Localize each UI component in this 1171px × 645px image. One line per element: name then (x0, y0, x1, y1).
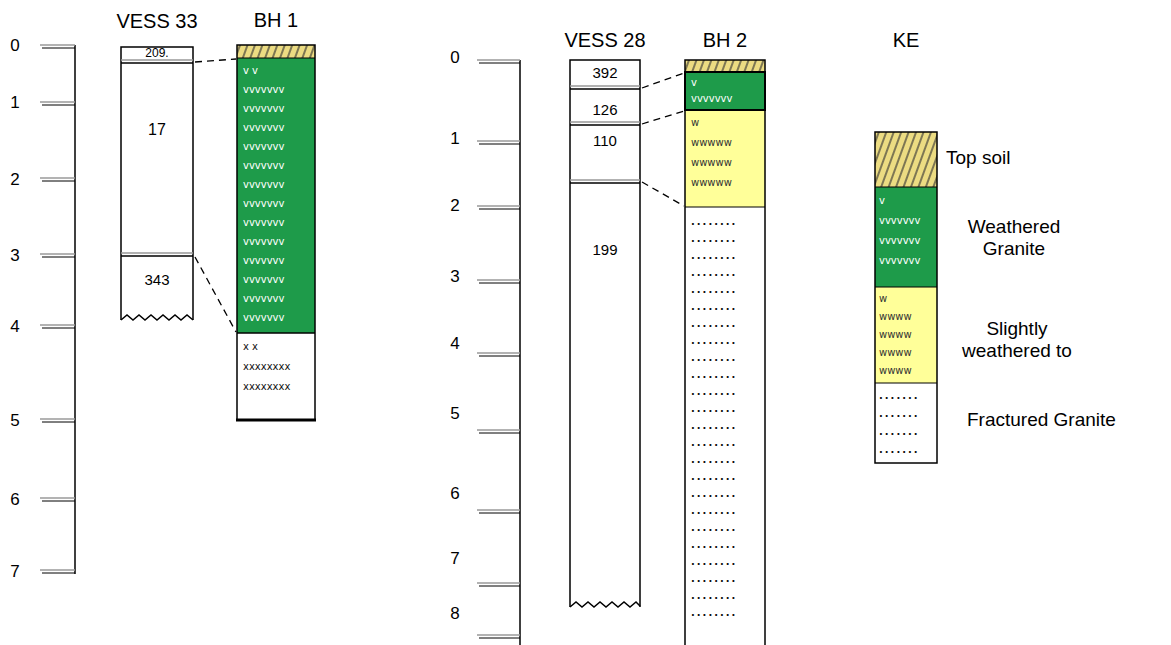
depth-number: 7 (10, 563, 19, 580)
borehole-column: BH 1v v vvvvvvv vvvvvvv vvvvvvv vvvvvvv … (237, 45, 315, 420)
resistivity-value: 209. (121, 47, 193, 61)
depth-number: 3 (450, 268, 459, 285)
resistivity-value: 17 (121, 121, 193, 139)
vess-log (570, 60, 640, 607)
borehole-log (685, 60, 765, 645)
correlation-line (195, 59, 236, 332)
legend-label: Fractured Granite (967, 409, 1116, 431)
depth-number: 8 (450, 605, 459, 622)
legend-label: Slightly weathered to (947, 318, 1087, 362)
resistivity-value: 392 (570, 64, 640, 81)
resistivity-value: 110 (570, 132, 640, 149)
depth-scale (40, 45, 75, 574)
depth-number: 1 (450, 130, 459, 147)
depth-number: 0 (450, 49, 459, 66)
depth-number: 7 (450, 550, 459, 567)
legend-log (875, 132, 937, 463)
legend-label: Top soil (946, 147, 1010, 169)
lithology-pattern: w wwwww wwwww wwwww (691, 113, 735, 193)
lithology-pattern: v v vvvvvvv vvvvvvv vvvvvvv vvvvvvv vvvv… (243, 61, 288, 327)
correlation-line (642, 73, 684, 206)
resistivity-layer: 17 (121, 62, 193, 255)
lithology-pattern: ........ ........ ........ ........ ....… (691, 213, 741, 621)
lithology-pattern: w wwww wwww wwww wwww (879, 290, 915, 380)
depth-number: 1 (10, 94, 19, 111)
resistivity-layer: 199 (570, 182, 640, 607)
column-heading: VESS 33 (116, 10, 197, 33)
resistivity-layer: 126 (570, 88, 640, 124)
weathered-granite-layer: v vvvvvvv (685, 72, 765, 110)
depth-scale (477, 60, 520, 645)
depth-number: 4 (10, 318, 19, 335)
legend-layer: w wwww wwww wwww wwwwSlightly weathered … (875, 287, 937, 383)
resistivity-value: 343 (121, 271, 193, 288)
vess-column: VESS 28392126110199 (570, 60, 640, 607)
weathered-granite-layer: v v vvvvvvv vvvvvvv vvvvvvv vvvvvvv vvvv… (237, 58, 315, 333)
depth-number: 0 (10, 37, 19, 54)
column-heading: BH 2 (703, 29, 747, 52)
depth-number: 5 (450, 405, 459, 422)
lithology-pattern: x x xxxxxxxx xxxxxxxx (243, 337, 294, 397)
depth-number: 4 (450, 335, 459, 352)
slightly-weathered-layer: w wwwww wwwww wwwww (685, 110, 765, 207)
resistivity-layer: 343 (121, 255, 193, 320)
legend-label: Weathered Granite (949, 216, 1079, 260)
depth-number: 6 (10, 491, 19, 508)
vess-column: VESS 33209.17343 (121, 47, 193, 320)
resistivity-layer: 209. (121, 47, 193, 62)
lithology-pattern: ....... ....... ....... ....... (879, 387, 923, 459)
vess-log (121, 47, 193, 320)
resistivity-layer: 110 (570, 124, 640, 182)
legend-layer: v vvvvvvv vvvvvvv vvvvvvvWeathered Grani… (875, 187, 937, 287)
resistivity-layer: 392 (570, 60, 640, 88)
depth-number: 6 (450, 485, 459, 502)
column-heading: VESS 28 (564, 29, 645, 52)
legend-layer: ....... ....... ....... .......Fractured… (875, 383, 937, 463)
depth-number: 5 (10, 412, 19, 429)
resistivity-value: 199 (570, 241, 640, 258)
resistivity-value: 126 (570, 101, 640, 118)
lithology-pattern: v vvvvvvv vvvvvvv vvvvvvv (879, 191, 924, 271)
borehole-column: BH 2v vvvvvvvw wwwww wwwww wwwww........… (685, 60, 765, 645)
depth-number: 2 (450, 197, 459, 214)
depth-number: 2 (10, 171, 19, 188)
fractured-granite-layer: ........ ........ ........ ........ ....… (685, 207, 765, 645)
bedrock-layer: x x xxxxxxxx xxxxxxxx (237, 333, 315, 420)
legend-layer: Top soil (875, 132, 937, 187)
column-heading: KE (893, 29, 920, 52)
depth-number: 3 (10, 247, 19, 264)
column-heading: BH 1 (254, 9, 298, 32)
borehole-log (236, 45, 316, 420)
legend-column: KETop soilv vvvvvvv vvvvvvv vvvvvvvWeath… (875, 132, 937, 463)
lithology-pattern: v vvvvvvv (691, 75, 736, 107)
